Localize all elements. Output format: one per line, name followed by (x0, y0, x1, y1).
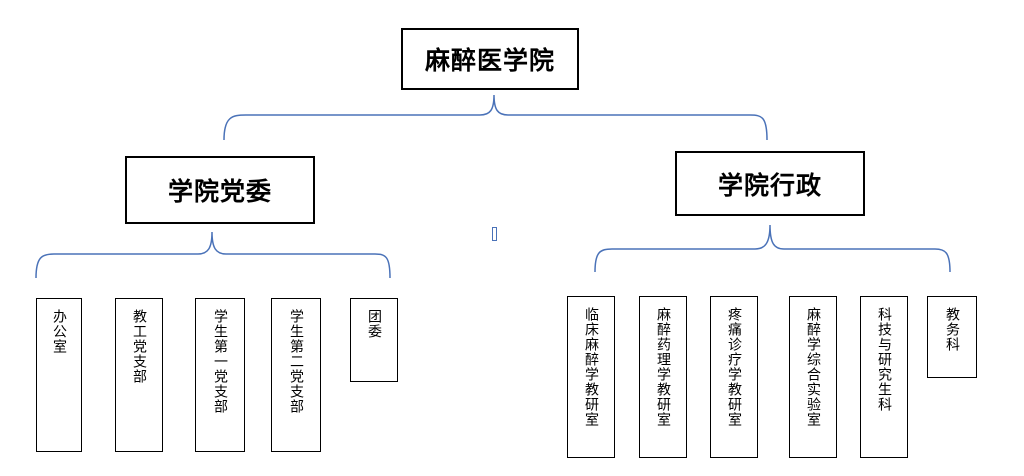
leaf-admin-anesthetic-pharmacology: 麻醉药理学教研室 (639, 296, 687, 458)
leaf-party-student-branch-1: 学生第一党支部 (195, 298, 245, 452)
leaf-party-office-label: 办公室 (51, 309, 67, 354)
leaf-admin-academic-affairs: 教务科 (927, 296, 977, 378)
leaf-party-office: 办公室 (36, 298, 82, 452)
leaf-admin-academic-affairs-label: 教务科 (944, 307, 960, 352)
brace-admin (594, 224, 951, 273)
node-party-committee: 学院党委 (125, 156, 315, 224)
leaf-party-youth-league: 团委 (350, 298, 398, 382)
leaf-admin-clinical-anesthesia-label: 临床麻醉学教研室 (583, 307, 599, 427)
brace-party (35, 231, 391, 279)
leaf-admin-clinical-anesthesia: 临床麻醉学教研室 (567, 296, 615, 458)
leaf-admin-anesthetic-pharmacology-label: 麻醉药理学教研室 (655, 307, 671, 427)
leaf-party-student-branch-2: 学生第二党支部 (271, 298, 321, 452)
leaf-party-youth-league-label: 团委 (366, 309, 382, 339)
decorative-mark (492, 227, 497, 241)
brace-root (223, 94, 768, 141)
node-administration-label: 学院行政 (717, 170, 822, 200)
leaf-party-student-branch-2-label: 学生第二党支部 (288, 309, 304, 414)
leaf-admin-research-graduate-label: 科技与研究生科 (876, 307, 892, 412)
node-administration: 学院行政 (675, 151, 865, 216)
leaf-admin-research-graduate: 科技与研究生科 (860, 296, 908, 458)
leaf-admin-pain-management-label: 疼痛诊疗学教研室 (726, 307, 742, 427)
node-root: 麻醉医学院 (401, 28, 579, 90)
leaf-party-student-branch-1-label: 学生第一党支部 (212, 309, 228, 414)
node-root-label: 麻醉医学院 (424, 46, 555, 75)
leaf-party-faculty-branch-label: 教工党支部 (131, 309, 147, 384)
node-party-committee-label: 学院党委 (167, 177, 272, 206)
leaf-party-faculty-branch: 教工党支部 (115, 298, 163, 452)
leaf-admin-pain-management: 疼痛诊疗学教研室 (710, 296, 758, 458)
leaf-admin-comprehensive-lab-label: 麻醉学综合实验室 (805, 307, 821, 427)
leaf-admin-comprehensive-lab: 麻醉学综合实验室 (789, 296, 837, 458)
